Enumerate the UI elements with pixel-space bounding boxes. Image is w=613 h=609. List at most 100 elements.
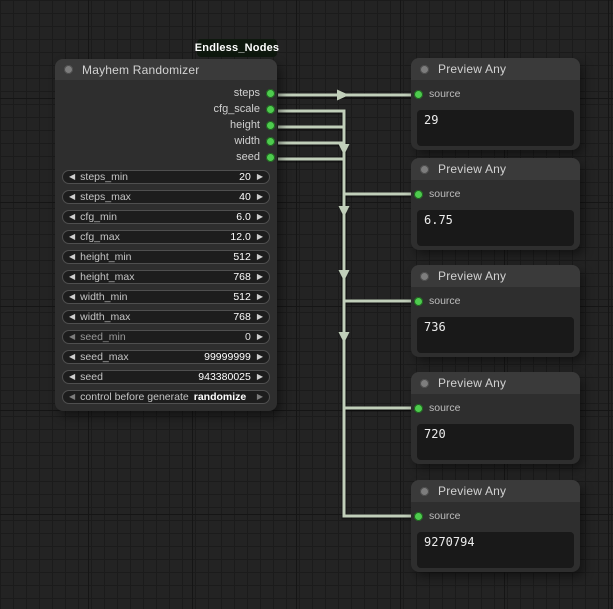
widget-value[interactable]: 512 [233,291,251,303]
widget-seed-max[interactable]: ◀ seed_max 99999999 ▶ [62,350,270,364]
decrement-arrow-icon[interactable]: ◀ [69,292,76,301]
increment-arrow-icon[interactable]: ▶ [256,292,263,301]
preview-value-box[interactable]: 720 [417,424,574,460]
wire-height [278,125,411,303]
decrement-arrow-icon[interactable]: ◀ [69,172,76,181]
decrement-arrow-icon[interactable]: ◀ [69,192,76,201]
arrow-down-icon [338,332,350,343]
widget-height-max[interactable]: ◀ height_max 768 ▶ [62,270,270,284]
increment-arrow-icon[interactable]: ▶ [256,312,263,321]
decrement-arrow-icon[interactable]: ◀ [69,372,76,381]
decrement-arrow-icon[interactable]: ◀ [69,392,76,401]
wire-width [278,141,411,410]
collapse-dot-icon[interactable] [420,271,429,281]
widget-steps-max[interactable]: ◀ steps_max 40 ▶ [62,190,270,204]
decrement-arrow-icon[interactable]: ◀ [69,352,76,361]
node-title-bar[interactable]: Preview Any [411,58,580,80]
increment-arrow-icon[interactable]: ▶ [256,332,263,341]
increment-arrow-icon[interactable]: ▶ [256,372,263,381]
preview-any-node-2[interactable]: Preview Any source 6.75 [411,158,580,250]
node-title-bar[interactable]: Preview Any [411,480,580,502]
output-slots: steps cfg_scale height width seed [55,85,277,165]
widget-value[interactable]: randomize [193,391,247,403]
widget-control-before-generate[interactable]: ◀ control before generate randomize ▶ [62,390,270,404]
widget-width-min[interactable]: ◀ width_min 512 ▶ [62,290,270,304]
decrement-arrow-icon[interactable]: ◀ [69,232,76,241]
widget-label: cfg_min [80,211,117,223]
node-title-bar[interactable]: Preview Any [411,158,580,180]
output-port-seed[interactable] [266,152,275,162]
widget-value[interactable]: 512 [233,251,251,263]
preview-any-node-1[interactable]: Preview Any source 29 [411,58,580,150]
preview-value-box[interactable]: 9270794 [417,532,574,568]
decrement-arrow-icon[interactable]: ◀ [69,312,76,321]
widget-value[interactable]: 0 [245,331,251,343]
decrement-arrow-icon[interactable]: ◀ [69,212,76,221]
preview-any-node-3[interactable]: Preview Any source 736 [411,265,580,357]
increment-arrow-icon[interactable]: ▶ [256,272,263,281]
widget-label: steps_max [80,191,131,203]
widget-value[interactable]: 768 [233,271,251,283]
widget-value[interactable]: 943380025 [198,371,251,383]
decrement-arrow-icon[interactable]: ◀ [69,272,76,281]
widget-steps-min[interactable]: ◀ steps_min 20 ▶ [62,170,270,184]
output-port-cfg-scale[interactable] [266,104,275,114]
output-label: cfg_scale [213,103,260,115]
increment-arrow-icon[interactable]: ▶ [256,392,263,401]
input-port-source[interactable] [414,403,423,413]
output-row-height: height [55,117,277,133]
widget-cfg-min[interactable]: ◀ cfg_min 6.0 ▶ [62,210,270,224]
output-port-steps[interactable] [266,88,275,98]
input-label: source [429,188,461,200]
input-row-source: source [414,293,461,309]
widget-width-max[interactable]: ◀ width_max 768 ▶ [62,310,270,324]
widget-value[interactable]: 768 [233,311,251,323]
collapse-dot-icon[interactable] [420,378,429,388]
preview-value-box[interactable]: 29 [417,110,574,146]
input-port-source[interactable] [414,511,423,521]
increment-arrow-icon[interactable]: ▶ [256,172,263,181]
preview-any-node-5[interactable]: Preview Any source 9270794 [411,480,580,572]
widget-value[interactable]: 40 [239,191,251,203]
collapse-dot-icon[interactable] [64,65,73,74]
decrement-arrow-icon[interactable]: ◀ [69,332,76,341]
input-port-source[interactable] [414,89,423,99]
mayhem-randomizer-node[interactable]: Mayhem Randomizer steps cfg_scale height… [55,59,277,411]
increment-arrow-icon[interactable]: ▶ [256,352,263,361]
output-port-height[interactable] [266,120,275,130]
widget-seed[interactable]: ◀ seed 943380025 ▶ [62,370,270,384]
widget-seed-min[interactable]: ◀ seed_min 0 ▶ [62,330,270,344]
input-label: source [429,295,461,307]
wire-group [278,93,411,518]
decrement-arrow-icon[interactable]: ◀ [69,252,76,261]
collapse-dot-icon[interactable] [420,486,429,496]
node-title: Preview Any [438,162,507,176]
collapse-dot-icon[interactable] [420,64,429,74]
increment-arrow-icon[interactable]: ▶ [256,232,263,241]
widget-height-min[interactable]: ◀ height_min 512 ▶ [62,250,270,264]
widget-cfg-max[interactable]: ◀ cfg_max 12.0 ▶ [62,230,270,244]
node-title-bar[interactable]: Preview Any [411,372,580,394]
preview-any-node-4[interactable]: Preview Any source 720 [411,372,580,464]
node-title: Preview Any [438,62,507,76]
widget-value[interactable]: 6.0 [236,211,251,223]
input-port-source[interactable] [414,189,423,199]
increment-arrow-icon[interactable]: ▶ [256,212,263,221]
node-title-bar[interactable]: Mayhem Randomizer [55,59,277,80]
increment-arrow-icon[interactable]: ▶ [256,252,263,261]
input-port-source[interactable] [414,296,423,306]
widget-value[interactable]: 99999999 [204,351,251,363]
input-row-source: source [414,186,461,202]
widget-value[interactable]: 12.0 [230,231,251,243]
increment-arrow-icon[interactable]: ▶ [256,192,263,201]
node-title-bar[interactable]: Preview Any [411,265,580,287]
input-row-source: source [414,400,461,416]
widget-value[interactable]: 20 [239,171,251,183]
preview-value-box[interactable]: 6.75 [417,210,574,246]
widget-label: height_min [80,251,132,263]
preview-value-box[interactable]: 736 [417,317,574,353]
collapse-dot-icon[interactable] [420,164,429,174]
widget-label: seed_max [80,351,129,363]
output-port-width[interactable] [266,136,275,146]
